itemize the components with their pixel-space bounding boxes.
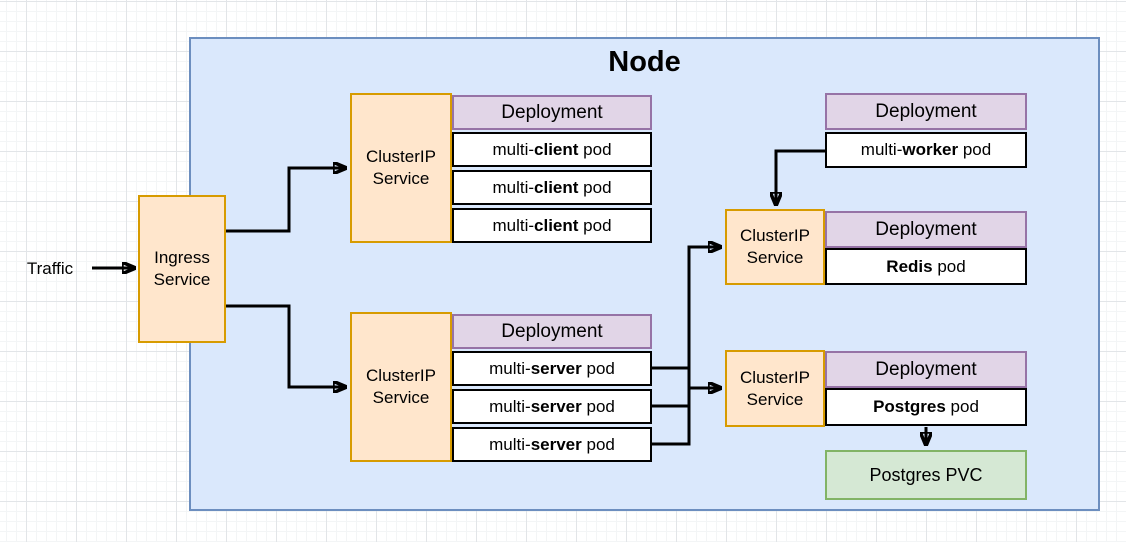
ingress-label-line1: Ingress	[154, 248, 210, 267]
clusterip-label-line1: ClusterIP	[740, 226, 810, 245]
clusterip-label-line2: Service	[746, 389, 804, 409]
pod-client-2: multi-client pod	[452, 170, 652, 205]
pod-server-3: multi-server pod	[452, 427, 652, 462]
deployment-header-worker: Deployment	[825, 93, 1027, 130]
clusterip-label-line2: Service	[372, 388, 430, 407]
pod-redis: Redis pod	[825, 248, 1027, 285]
node-title: Node	[608, 46, 681, 78]
deployment-header-redis: Deployment	[825, 211, 1027, 248]
clusterip-label-line1: ClusterIP	[740, 367, 810, 387]
clusterip-label-line1: ClusterIP	[366, 366, 436, 385]
deployment-header-client: Deployment	[452, 95, 652, 130]
pod-client-3: multi-client pod	[452, 208, 652, 243]
clusterip-label-line2: Service	[372, 169, 430, 188]
ingress-service-box: Ingress Service	[138, 195, 226, 343]
pod-postgres: Postgres pod	[825, 388, 1027, 426]
pod-server-2: multi-server pod	[452, 389, 652, 424]
ingress-label-line2: Service	[153, 270, 211, 289]
pod-server-1: multi-server pod	[452, 351, 652, 386]
deployment-header-postgres: Deployment	[825, 351, 1027, 388]
pod-client-1: multi-client pod	[452, 132, 652, 167]
clusterip-service-box-postgres: ClusterIP Service	[725, 350, 825, 427]
clusterip-service-box-server: ClusterIP Service	[350, 312, 452, 462]
pod-worker: multi-worker pod	[825, 132, 1027, 168]
clusterip-label-line1: ClusterIP	[366, 147, 436, 166]
postgres-pvc-box: Postgres PVC	[825, 450, 1027, 500]
clusterip-service-box-client: ClusterIP Service	[350, 93, 452, 243]
clusterip-service-box-redis: ClusterIP Service	[725, 209, 825, 285]
deployment-header-server: Deployment	[452, 314, 652, 349]
clusterip-label-line2: Service	[746, 248, 804, 267]
traffic-label: Traffic	[26, 259, 74, 278]
